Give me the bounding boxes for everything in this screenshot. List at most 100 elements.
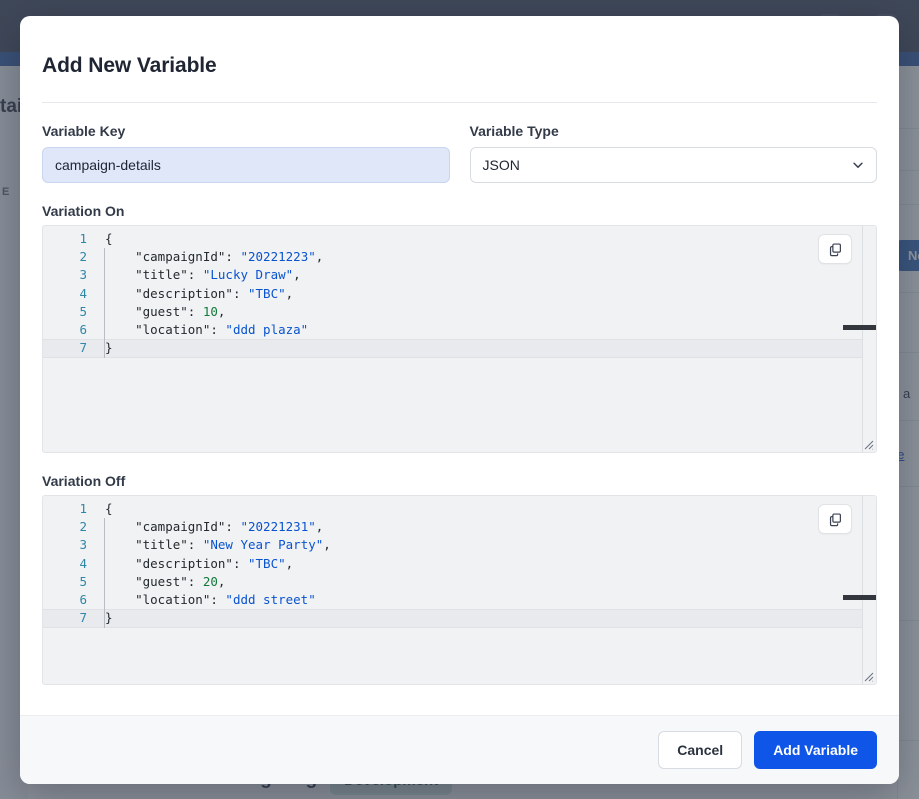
code-token: { — [105, 231, 113, 246]
code-line: 2 "campaignId": "20221223", — [43, 248, 876, 266]
code-token: "ddd street" — [225, 591, 316, 607]
copy-icon-button[interactable] — [818, 234, 852, 264]
code-token: : — [232, 555, 248, 571]
variation-on-code[interactable]: 1{2 "campaignId": "20221223",3 "title": … — [43, 226, 876, 359]
code-token: "ddd plaza" — [225, 321, 309, 337]
code-line: 1{ — [43, 500, 876, 518]
code-line: 4 "description": "TBC", — [43, 555, 876, 573]
code-line: 1{ — [43, 230, 876, 248]
code-line: 3 "title": "New Year Party", — [43, 536, 876, 554]
dialog-footer: Cancel Add Variable — [20, 715, 899, 784]
line-number: 7 — [79, 340, 87, 356]
code-token: "title" — [105, 537, 188, 553]
code-token: "guest" — [105, 573, 188, 589]
code-text: "campaignId": "20221223", — [95, 248, 876, 266]
editor-horizontal-scrollbar-thumb[interactable] — [843, 595, 876, 600]
line-number: 4 — [79, 285, 87, 301]
code-token: "20221231" — [240, 519, 316, 535]
editor-vertical-scrollbar[interactable] — [862, 226, 876, 452]
line-number: 2 — [79, 249, 87, 265]
code-token: "TBC" — [248, 285, 286, 301]
variable-key-field-group: Variable Key — [42, 123, 450, 183]
variation-off-label: Variation Off — [42, 473, 126, 489]
code-token: : — [187, 537, 203, 553]
code-line: 7} — [43, 339, 876, 359]
code-text: "guest": 20, — [95, 573, 876, 591]
code-token: "Lucky Draw" — [202, 267, 294, 283]
editor-horizontal-scrollbar-thumb[interactable] — [843, 325, 876, 330]
code-line: 6 "location": "ddd plaza" — [43, 321, 876, 339]
code-line: 6 "location": "ddd street" — [43, 591, 876, 609]
form-field-row: Variable Key Variable Type JSON — [42, 123, 877, 183]
code-token: : — [187, 573, 203, 589]
variable-type-select-wrapper: JSON — [469, 147, 877, 183]
indent-guide — [104, 518, 105, 628]
code-token: { — [105, 501, 113, 516]
variable-key-label: Variable Key — [42, 123, 126, 139]
code-text: "title": "Lucky Draw", — [95, 266, 876, 284]
code-token: "description" — [105, 285, 233, 301]
code-token: , — [315, 249, 324, 265]
code-text: "location": "ddd street" — [95, 591, 876, 609]
code-text: { — [95, 500, 876, 518]
indent-guide — [104, 248, 105, 358]
editor-resize-handle[interactable] — [862, 438, 874, 450]
line-number: 4 — [79, 555, 87, 571]
code-token: : — [187, 267, 203, 283]
code-token: "location" — [105, 321, 211, 337]
code-token: "20221223" — [240, 249, 316, 265]
code-token: , — [315, 519, 324, 535]
variation-off-code[interactable]: 1{2 "campaignId": "20221231",3 "title": … — [43, 496, 876, 629]
code-token: "campaignId" — [105, 249, 226, 265]
code-token: "TBC" — [248, 555, 286, 571]
code-token: : — [225, 519, 241, 535]
cancel-button[interactable]: Cancel — [658, 731, 743, 769]
code-line: 5 "guest": 20, — [43, 573, 876, 591]
code-token: "New Year Party" — [202, 537, 324, 553]
copy-icon — [829, 512, 841, 526]
editor-vertical-scrollbar[interactable] — [862, 496, 876, 684]
variable-key-input[interactable] — [42, 147, 450, 183]
variation-on-editor[interactable]: 1{2 "campaignId": "20221223",3 "title": … — [42, 225, 877, 453]
code-line: 4 "description": "TBC", — [43, 285, 876, 303]
code-text: { — [95, 230, 876, 248]
code-line: 3 "title": "Lucky Draw", — [43, 266, 876, 284]
copy-icon — [829, 242, 841, 256]
line-number: 5 — [79, 303, 87, 319]
code-token: : — [210, 321, 226, 337]
code-token: : — [225, 249, 241, 265]
code-token: , — [285, 285, 294, 301]
code-token: } — [105, 340, 113, 356]
variation-on-label: Variation On — [42, 203, 125, 219]
code-token: , — [285, 555, 294, 571]
line-number: 2 — [79, 519, 87, 535]
code-text: "campaignId": "20221231", — [95, 518, 876, 536]
title-divider — [42, 102, 877, 103]
dialog-body: Add New Variable Variable Key Variable T… — [20, 16, 899, 715]
code-text: "description": "TBC", — [95, 555, 876, 573]
add-variable-button[interactable]: Add Variable — [754, 731, 877, 769]
line-number: 3 — [79, 537, 87, 553]
code-token: "title" — [105, 267, 188, 283]
variable-type-label: Variable Type — [469, 123, 559, 139]
code-text: } — [95, 610, 876, 626]
code-token: , — [217, 573, 226, 589]
variable-type-selected-value: JSON — [482, 157, 520, 173]
editor-resize-handle[interactable] — [862, 670, 874, 682]
copy-icon-button[interactable] — [818, 504, 852, 534]
code-token: 20 — [202, 573, 218, 589]
code-line: 5 "guest": 10, — [43, 303, 876, 321]
code-text: "description": "TBC", — [95, 285, 876, 303]
line-number: 6 — [79, 591, 87, 607]
line-number: 3 — [79, 267, 87, 283]
variable-type-select[interactable]: JSON — [469, 147, 877, 183]
line-number: 5 — [79, 573, 87, 589]
variation-off-editor[interactable]: 1{2 "campaignId": "20221231",3 "title": … — [42, 495, 877, 685]
line-number: 7 — [79, 610, 87, 626]
code-token: 10 — [202, 303, 218, 319]
code-token: : — [210, 591, 226, 607]
code-token: "guest" — [105, 303, 188, 319]
code-line: 2 "campaignId": "20221231", — [43, 518, 876, 536]
code-text: "guest": 10, — [95, 303, 876, 321]
code-token: : — [232, 285, 248, 301]
